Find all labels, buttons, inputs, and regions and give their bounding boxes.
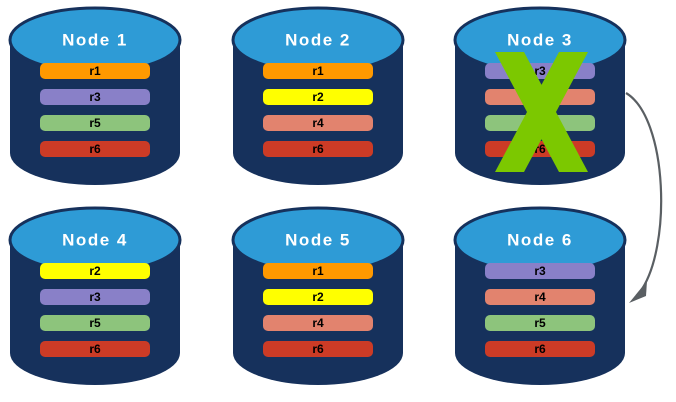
node-1-replica-r5-label: r5: [89, 116, 101, 130]
node-1-replica-r1[interactable]: [40, 63, 150, 79]
node-4-replica-r6-label: r6: [89, 342, 101, 356]
recovery-arrow-line: [625, 92, 663, 293]
node-5-replica-r1[interactable]: [263, 263, 373, 279]
node-5-replica-r6[interactable]: [263, 341, 373, 357]
node-6-replica-r6-label: r6: [534, 342, 546, 356]
node-3-label: Node 3: [507, 30, 573, 49]
node-2-replica-r2[interactable]: [263, 89, 373, 105]
node-6-replica-r6[interactable]: [485, 341, 595, 357]
node-2-replica-r4[interactable]: [263, 115, 373, 131]
node-4-replica-r3[interactable]: [40, 289, 150, 305]
node-6-replica-r4[interactable]: [485, 289, 595, 305]
node-4-replica-r5-label: r5: [89, 316, 101, 330]
node-2-replica-r1[interactable]: [263, 63, 373, 79]
node-2[interactable]: Node 2 r1 r2 r4 r6: [231, 6, 405, 185]
node-6-replica-r5[interactable]: [485, 315, 595, 331]
node-4-replicas: r2 r3 r5 r6: [40, 263, 150, 357]
node-5-replica-r2[interactable]: [263, 289, 373, 305]
node-1-replica-r6[interactable]: [40, 141, 150, 157]
node-3-replica-r6-label: r6: [534, 142, 546, 156]
node-4-replica-r6[interactable]: [40, 341, 150, 357]
node-6-label: Node 6: [507, 230, 573, 249]
node-5[interactable]: Node 5 r1 r2 r4 r6: [231, 206, 405, 385]
recovery-arrow: [625, 92, 663, 303]
node-1-replica-r1-label: r1: [89, 64, 101, 78]
x-mark-icon: [495, 52, 588, 172]
node-1[interactable]: Node 1 r1 r3 r5 r6: [8, 6, 182, 185]
node-2-label: Node 2: [285, 30, 351, 49]
node-3-replica-r3-label: r3: [534, 64, 546, 78]
node-5-replica-r4[interactable]: [263, 315, 373, 331]
node-6-replica-r3[interactable]: [485, 263, 595, 279]
node-2-replica-r4-label: r4: [312, 116, 324, 130]
node-5-replica-r6-label: r6: [312, 342, 324, 356]
node-5-label: Node 5: [285, 230, 351, 249]
node-4-replica-r2[interactable]: [40, 263, 150, 279]
node-1-replica-r3[interactable]: [40, 89, 150, 105]
node-3[interactable]: Node 3 r3 r4 r5 r6: [453, 6, 627, 185]
node-5-replica-r4-label: r4: [312, 316, 324, 330]
node-5-replica-r2-label: r2: [312, 290, 324, 304]
node-2-replicas: r1 r2 r4 r6: [263, 63, 373, 157]
node-6-replica-r3-label: r3: [534, 264, 546, 278]
node-4[interactable]: Node 4 r2 r3 r5 r6: [8, 206, 182, 385]
node-2-replica-r2-label: r2: [312, 90, 324, 104]
node-1-replicas: r1 r3 r5 r6: [40, 63, 150, 157]
node-4-replica-r5[interactable]: [40, 315, 150, 331]
node-4-replica-r3-label: r3: [89, 290, 101, 304]
node-1-label: Node 1: [62, 30, 128, 49]
node-4-label: Node 4: [62, 230, 128, 249]
node-2-replica-r6[interactable]: [263, 141, 373, 157]
node-6-replica-r5-label: r5: [534, 316, 546, 330]
node-5-replicas: r1 r2 r4 r6: [263, 263, 373, 357]
node-1-replica-r3-label: r3: [89, 90, 101, 104]
node-5-replica-r1-label: r1: [312, 264, 324, 278]
node-1-replica-r6-label: r6: [89, 142, 101, 156]
node-2-replica-r6-label: r6: [312, 142, 324, 156]
recovery-arrow-head: [629, 281, 647, 303]
node-6-replica-r4-label: r4: [534, 290, 546, 304]
node-4-replica-r2-label: r2: [89, 264, 101, 278]
node-1-replica-r5[interactable]: [40, 115, 150, 131]
node-6-replicas: r3 r4 r5 r6: [485, 263, 595, 357]
node-2-replica-r1-label: r1: [312, 64, 324, 78]
node-6[interactable]: Node 6 r3 r4 r5 r6: [453, 206, 627, 385]
